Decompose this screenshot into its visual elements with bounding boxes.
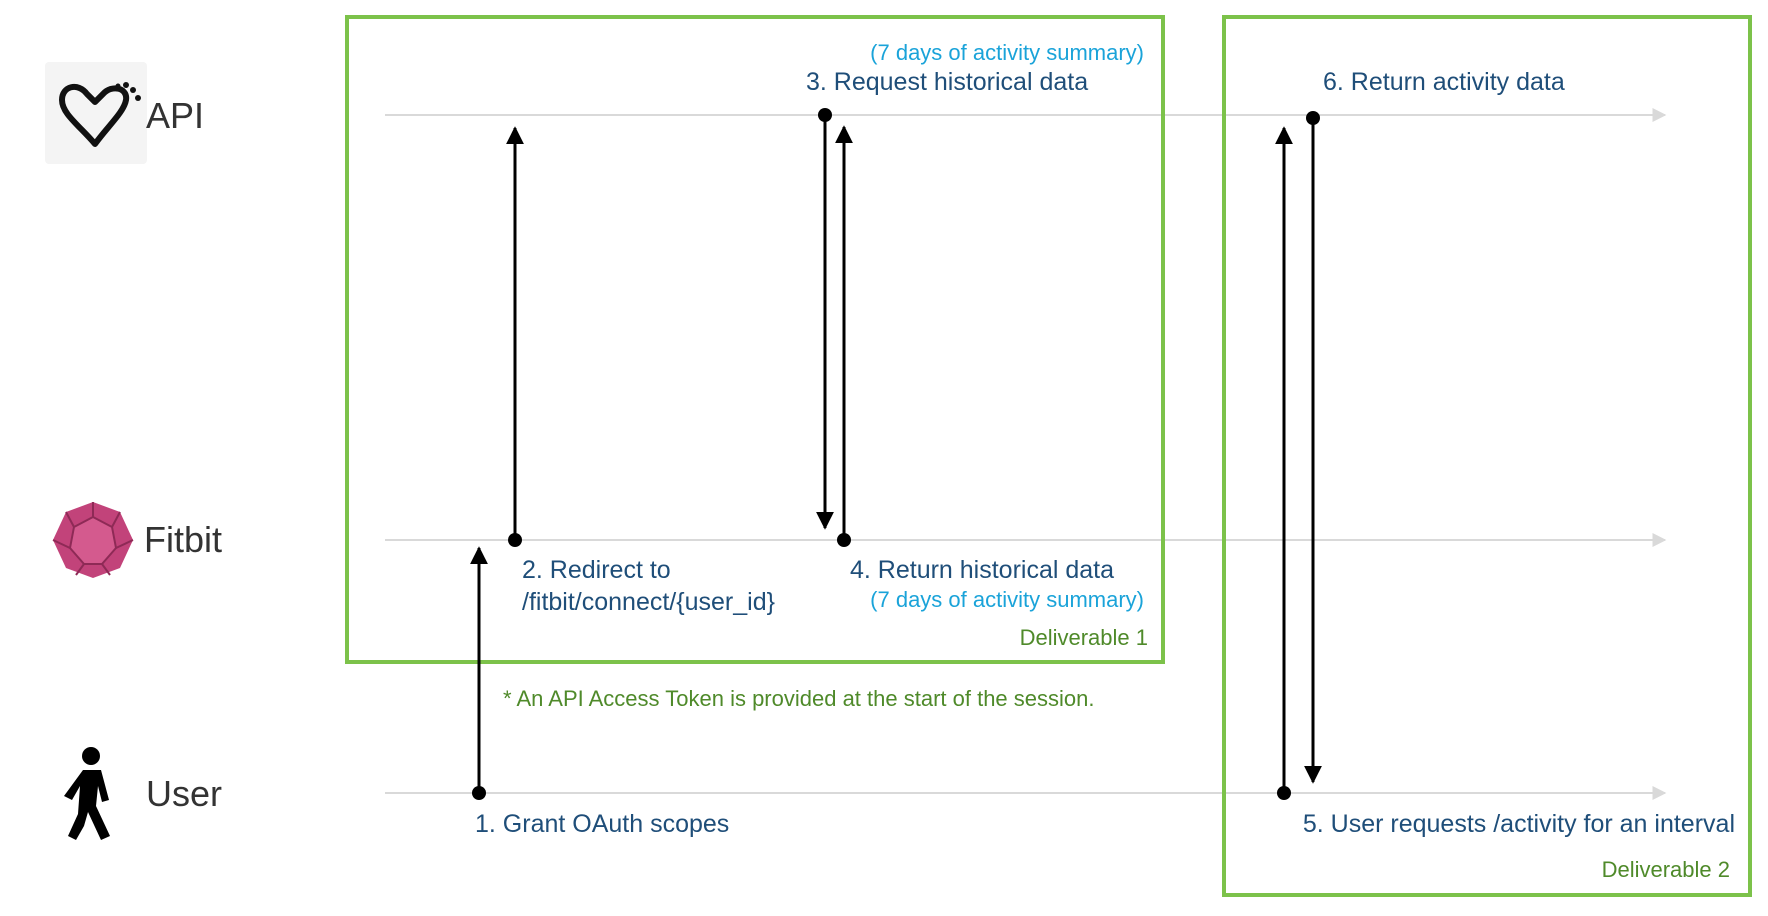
- fitbit-dodecahedron-icon: [52, 502, 134, 578]
- lane-label-api: API: [146, 95, 204, 136]
- heart-logo-icon: [45, 62, 147, 164]
- lane-label-fitbit: Fitbit: [144, 519, 222, 560]
- access-token-footnote: * An API Access Token is provided at the…: [503, 686, 1095, 711]
- step-4-note: (7 days of activity summary): [870, 587, 1144, 612]
- step-5-dot: [1277, 786, 1291, 800]
- step-6-label: 6. Return activity data: [1323, 68, 1565, 96]
- step-2-label-line-2: /fitbit/connect/{user_id}: [522, 588, 775, 616]
- step-1-dot: [472, 786, 486, 800]
- step-4-dot: [837, 533, 851, 547]
- step-5-label: 5. User requests /activity for an interv…: [1303, 810, 1735, 838]
- step-4-label: 4. Return historical data: [850, 556, 1114, 584]
- step-2-label-line-1: 2. Redirect to: [522, 556, 671, 584]
- deliverable-2-label: Deliverable 2: [1602, 857, 1730, 882]
- deliverable-1-label: Deliverable 1: [1020, 625, 1148, 650]
- step-2-dot: [508, 533, 522, 547]
- deliverable-1-box: [345, 15, 1165, 664]
- step-6-dot: [1306, 111, 1320, 125]
- lane-label-user: User: [146, 773, 222, 814]
- step-3-dot: [818, 108, 832, 122]
- step-3-label: 3. Request historical data: [806, 68, 1088, 96]
- step-1-label: 1. Grant OAuth scopes: [475, 810, 729, 838]
- walking-person-icon: [64, 747, 110, 840]
- deliverable-2-box: [1222, 15, 1752, 897]
- step-3-note: (7 days of activity summary): [870, 40, 1144, 65]
